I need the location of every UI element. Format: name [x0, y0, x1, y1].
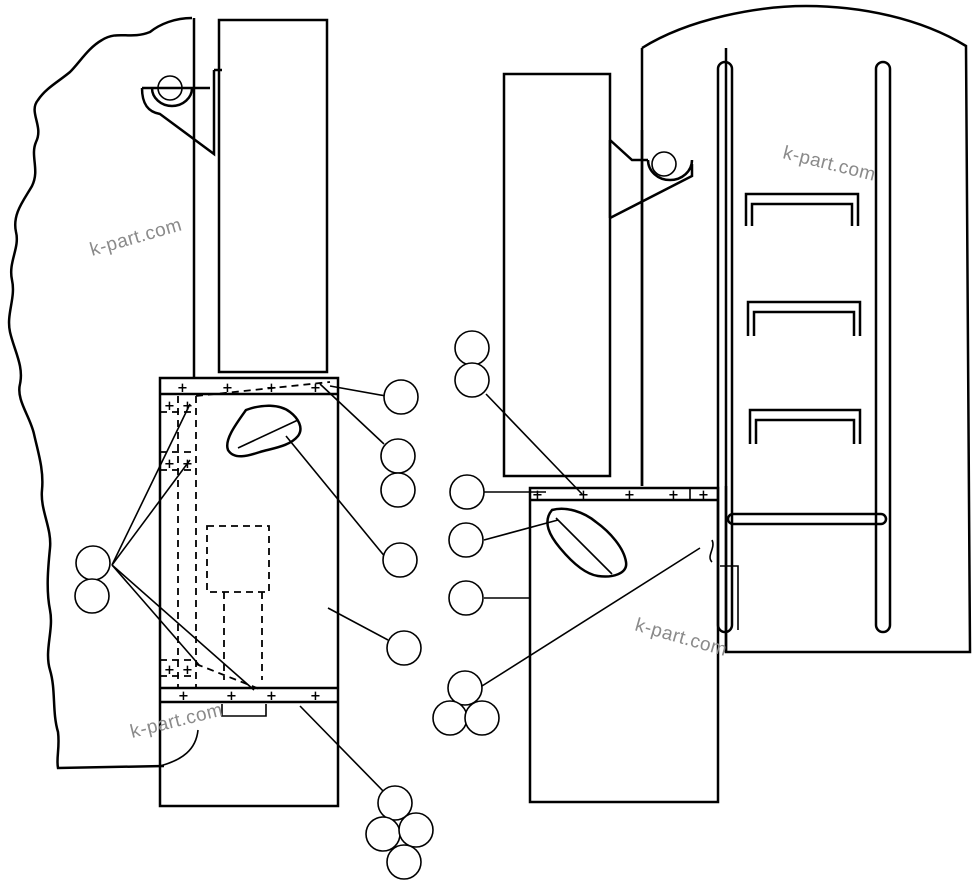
left-door-arc — [159, 729, 199, 767]
svg-text:+: + — [266, 689, 277, 704]
callout-balloon — [398, 812, 434, 848]
left-leader-lines — [111, 383, 389, 795]
callout-balloon — [432, 700, 468, 736]
callout-balloon — [386, 630, 422, 666]
callout-balloon — [447, 670, 483, 706]
tank-outline — [641, 4, 972, 654]
right-cutaway-hatch — [555, 517, 613, 575]
callout-balloon — [75, 545, 111, 581]
right-fasteners: + + + + + — [532, 488, 709, 503]
right-clamp-ring — [651, 151, 677, 177]
left-cutaway-hatch — [237, 419, 299, 449]
right-lower-housing — [528, 486, 720, 804]
left-cutaway — [225, 404, 302, 458]
callout-balloon — [380, 438, 416, 474]
svg-text:+: + — [624, 488, 635, 503]
left-wall-outline — [7, 16, 193, 770]
right-clamp-bracket — [608, 139, 694, 220]
svg-text:+: + — [182, 663, 193, 678]
callout-balloon — [377, 785, 413, 821]
ladder-rung-3 — [748, 408, 862, 444]
svg-text:+: + — [178, 689, 189, 704]
left-callouts — [74, 379, 434, 880]
callout-balloon — [383, 379, 419, 415]
svg-text:+: + — [532, 488, 543, 503]
left-hidden-block — [206, 525, 270, 593]
ladder-rung-1 — [744, 192, 860, 226]
callout-balloon — [448, 580, 484, 616]
left-clamp-ring — [157, 75, 183, 101]
left-fasteners: + + + + + + + + + + + + + + — [164, 381, 321, 704]
ladder-rung-2 — [746, 300, 862, 336]
svg-text:+: + — [164, 457, 175, 472]
ladder-crossbar — [726, 512, 888, 526]
right-callouts — [432, 330, 500, 736]
callout-balloon — [386, 844, 422, 880]
callout-balloon — [449, 474, 485, 510]
callout-balloon — [74, 578, 110, 614]
callout-balloon — [448, 522, 484, 558]
svg-text:+: + — [698, 488, 709, 503]
left-clamp-bracket — [140, 68, 222, 157]
right-cutaway — [546, 507, 628, 578]
svg-text:+: + — [266, 381, 277, 396]
callout-balloon — [454, 362, 490, 398]
left-upper-panel — [217, 18, 329, 374]
left-hidden-frame — [160, 381, 331, 688]
svg-text:+: + — [182, 399, 193, 414]
watermark-text: k-part.com — [88, 215, 185, 261]
callout-balloon — [365, 816, 401, 852]
right-upper-panel — [502, 72, 612, 478]
left-assembly: + + + + + + + + + + + + + + — [7, 16, 434, 880]
right-side-pin — [709, 539, 739, 630]
watermark-text: k-part.com — [781, 142, 878, 185]
watermark-text: k-part.com — [128, 700, 225, 743]
right-assembly: + + + + + — [432, 4, 972, 804]
callout-balloon — [464, 700, 500, 736]
svg-text:+: + — [578, 488, 589, 503]
svg-text:+: + — [226, 689, 237, 704]
svg-text:+: + — [222, 381, 233, 396]
left-hidden-stand — [195, 592, 263, 691]
callout-balloon — [454, 330, 490, 366]
svg-text:+: + — [310, 381, 321, 396]
ladder-rail-right — [874, 60, 892, 634]
left-foot-step — [221, 704, 267, 717]
svg-text:+: + — [310, 689, 321, 704]
callout-balloon — [382, 542, 418, 578]
svg-text:+: + — [177, 381, 188, 396]
left-lower-housing — [158, 376, 340, 808]
svg-text:+: + — [668, 488, 679, 503]
svg-text:+: + — [164, 399, 175, 414]
watermark-text: k-part.com — [633, 615, 730, 661]
svg-text:+: + — [164, 663, 175, 678]
ladder-rail-left — [716, 60, 734, 634]
callout-balloon — [380, 472, 416, 508]
right-leader-lines — [481, 393, 701, 687]
